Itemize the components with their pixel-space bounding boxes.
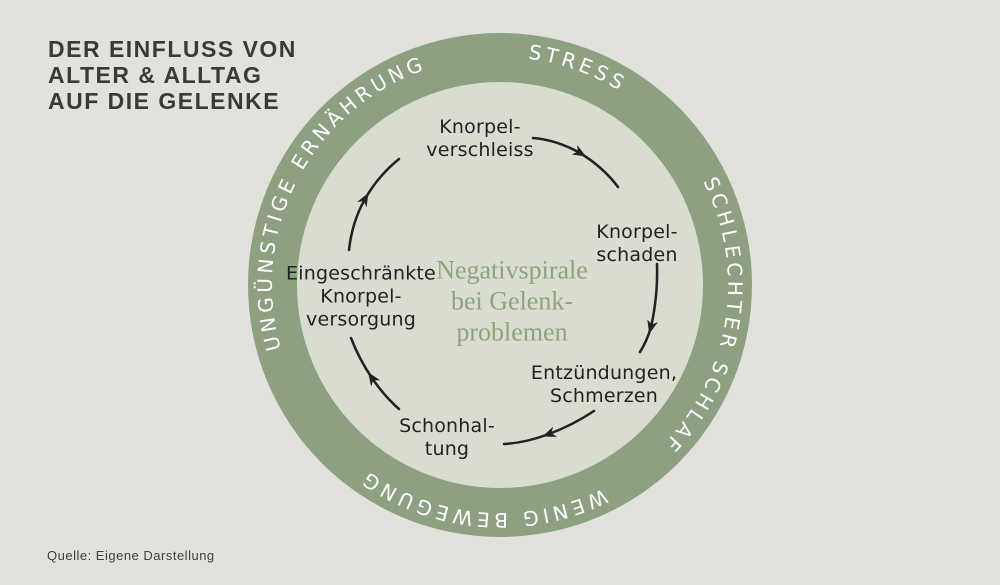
inner-circle — [297, 82, 703, 488]
center-title-line: bei Gelenk- — [450, 286, 574, 316]
cycle-arrow-bottom-left — [349, 336, 401, 411]
cycle-arrow-top-right — [531, 136, 620, 189]
cycle-step-label-line: Knorpel- — [596, 221, 678, 243]
cycle-step-knorpelversorgung: Eingeschränkte Knorpel- versorgung — [286, 263, 436, 332]
cycle-step-label-line: Knorpel- — [320, 285, 402, 308]
cycle-step-label-line: Eingeschränkte — [286, 262, 436, 285]
cycle-step-label-line: Schonhal- — [399, 415, 495, 437]
center-title-line: Negativspirale — [436, 255, 588, 285]
cycle-step-label-line: Entzündungen, — [530, 362, 678, 384]
page-title: DER EINFLUSS VON ALTER & ALLTAG AUF DIE … — [48, 36, 297, 114]
cycle-step-label-line: tung — [424, 438, 470, 460]
diagram-center-title: Negativspirale bei Gelenk- problemen — [436, 255, 588, 348]
cycle-step-label-line: Schmerzen — [549, 385, 659, 407]
cycle-step-entzuendungen: Entzündungen, Schmerzen — [531, 362, 677, 408]
cycle-arrow-right — [638, 262, 659, 354]
cycle-step-knorpelverschleiss: Knorpel- verschleiss — [426, 116, 533, 162]
cycle-step-label-line: schaden — [596, 244, 678, 266]
cycle-step-label-line: verschleiss — [426, 139, 534, 161]
cycle-arrow-left — [347, 157, 401, 252]
cycle-step-knorpelschaden: Knorpel- schaden — [596, 221, 677, 267]
center-title-line: problemen — [456, 317, 568, 347]
cycle-arrow-bottom-right — [502, 409, 596, 446]
source-note: Quelle: Eigene Darstellung — [47, 548, 215, 563]
title-line-3: AUF DIE GELENKE — [48, 88, 281, 114]
cycle-step-schonhaltung: Schonhal- tung — [399, 415, 495, 461]
title-line-1: DER EINFLUSS VON — [48, 36, 297, 62]
title-line-2: ALTER & ALLTAG — [48, 62, 263, 88]
cycle-step-label-line: Knorpel- — [439, 116, 521, 138]
cycle-step-label-line: versorgung — [306, 308, 416, 331]
